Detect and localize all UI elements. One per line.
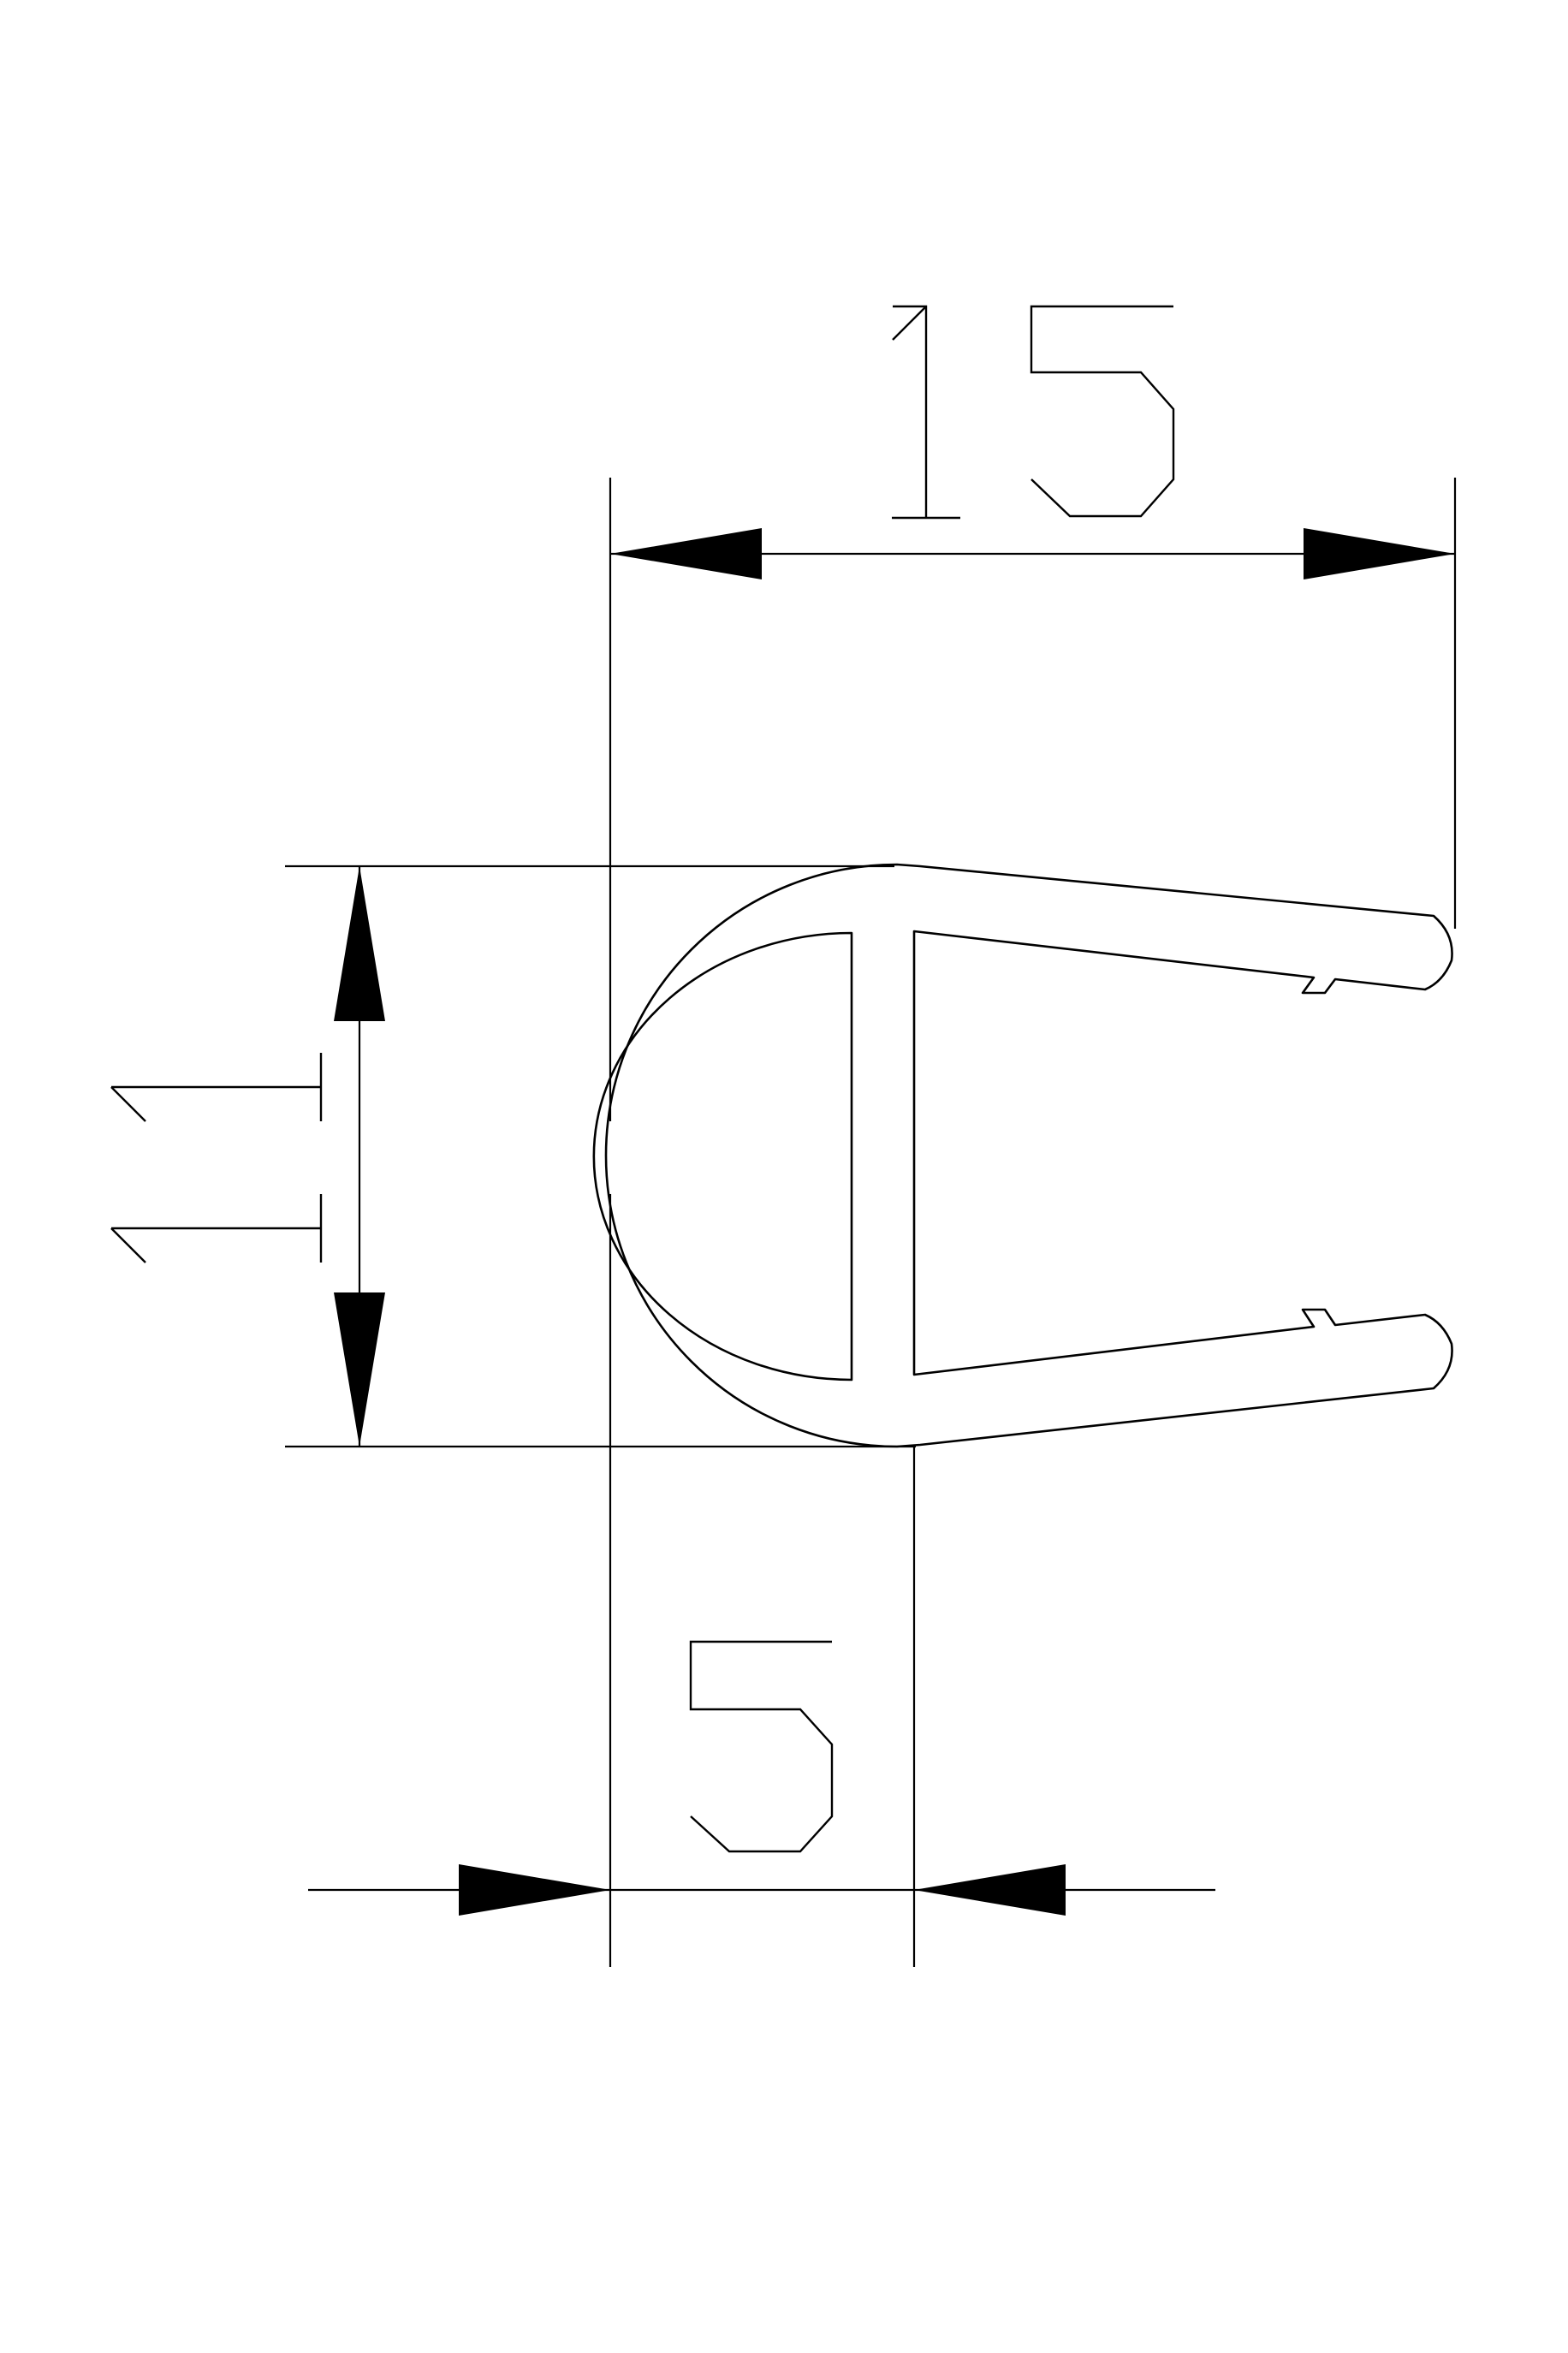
width-arrow-right (1304, 528, 1455, 579)
width-value: 15 (0, 0, 15, 3)
width-dimension: 15 (0, 0, 1455, 579)
height-value: 11 (0, 0, 15, 3)
seal-profile (592, 863, 1453, 1448)
depth-arrow-left (459, 1864, 610, 1916)
profile-outer-contour (604, 863, 1453, 1448)
depth-arrow-right (914, 1864, 1066, 1916)
profile-inner-hollow (592, 931, 853, 1381)
width-value-glyphs (892, 305, 1175, 520)
height-value-glyphs (110, 1053, 323, 1263)
height-arrow-bottom (334, 1292, 385, 1447)
depth-value-glyphs (689, 1640, 834, 1853)
depth-value: 5 (0, 0, 8, 3)
height-arrow-top (334, 866, 385, 1021)
height-dimension: 11 (0, 0, 385, 1447)
width-arrow-left (610, 528, 762, 579)
depth-dimension: 5 (0, 0, 1215, 1916)
extension-lines (285, 478, 1457, 1967)
